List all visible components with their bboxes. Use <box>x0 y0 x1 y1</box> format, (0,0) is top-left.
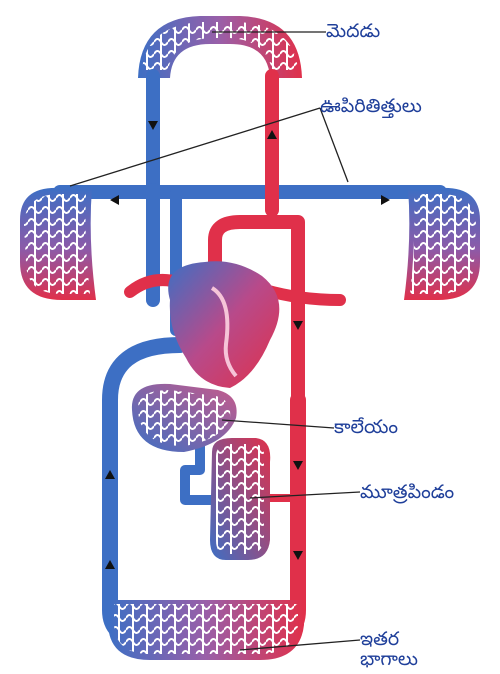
kidney-capillary-bed <box>210 438 270 560</box>
leader-lungs-right <box>320 108 348 182</box>
label-kidney: మూత్రపిండం <box>360 481 454 503</box>
leader-liver <box>222 420 334 428</box>
heart <box>168 261 279 388</box>
label-liver: కాలేయం <box>334 416 398 438</box>
right-lung-capillary-bed <box>404 188 480 300</box>
brain-capillary-bed <box>138 16 302 78</box>
label-brain: మెదడు <box>326 20 380 42</box>
label-other-parts-line2: భాగాలు <box>360 648 418 670</box>
left-lung-capillary-bed <box>20 188 96 300</box>
other-parts-capillary-bed <box>108 600 304 660</box>
leader-lungs-left <box>70 108 320 186</box>
label-lungs: ఊపిరితిత్తులు <box>320 95 422 117</box>
label-other-parts-line1: ఇతర <box>360 628 399 650</box>
